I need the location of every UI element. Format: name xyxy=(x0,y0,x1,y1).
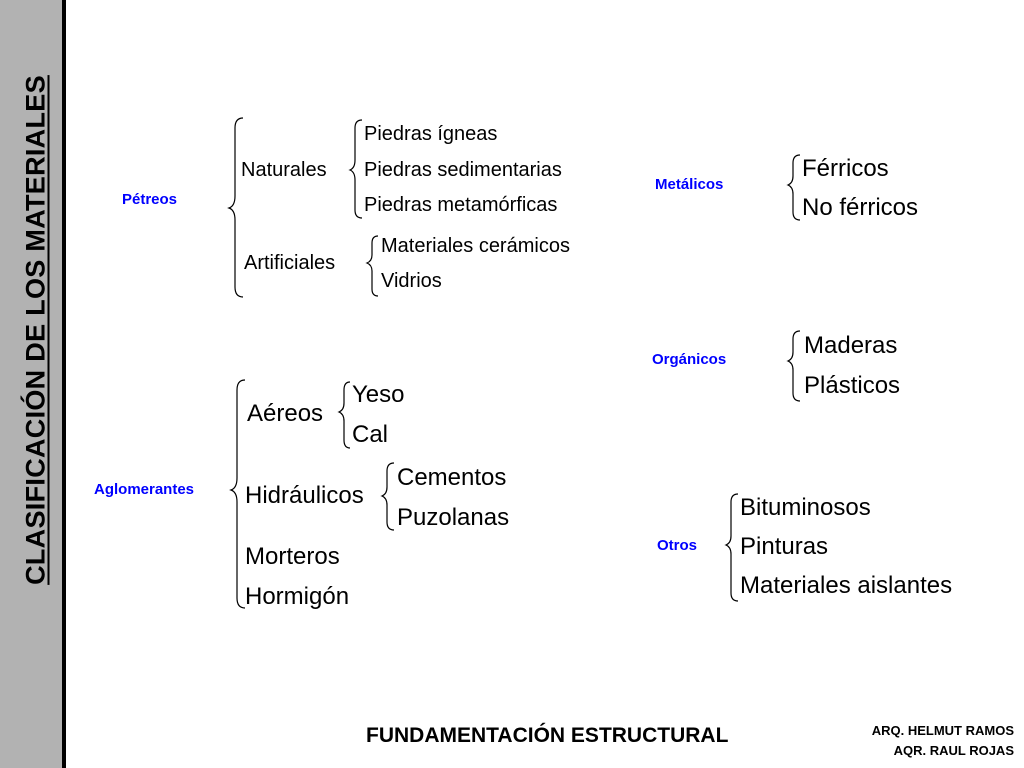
footer-title: FUNDAMENTACIÓN ESTRUCTURAL xyxy=(366,724,729,747)
brace-hidraulicos xyxy=(380,462,395,531)
item-plasticos: Plásticos xyxy=(804,372,901,399)
item-materiales-ceramicos: Materiales cerámicos xyxy=(381,235,570,257)
category-otros: Otros xyxy=(657,537,698,554)
item-yeso: Yeso xyxy=(352,381,405,408)
item-piedras-metamorficas: Piedras metamórficas xyxy=(364,194,558,216)
subcategory-aereos: Aéreos xyxy=(247,400,324,427)
category-petreos: Pétreos xyxy=(122,191,178,208)
category-aglomerantes: Aglomerantes xyxy=(94,481,195,498)
item-morteros: Morteros xyxy=(245,543,340,570)
item-vidrios: Vidrios xyxy=(381,270,442,292)
item-materiales-aislantes: Materiales aislantes xyxy=(740,572,953,599)
category-organicos: Orgánicos xyxy=(652,351,727,368)
brace-naturales xyxy=(348,119,363,219)
item-piedras-sedimentarias: Piedras sedimentarias xyxy=(364,159,562,181)
item-hormigon: Hormigón xyxy=(245,583,350,610)
brace-aglomerantes xyxy=(229,379,246,609)
brace-aereos xyxy=(337,381,351,449)
item-pinturas: Pinturas xyxy=(740,533,829,560)
item-no-ferricos: No férricos xyxy=(802,194,919,221)
subcategory-naturales: Naturales xyxy=(241,159,327,181)
subcategory-artificiales: Artificiales xyxy=(244,252,336,274)
category-metalicos: Metálicos xyxy=(655,176,724,193)
item-cementos: Cementos xyxy=(397,464,507,491)
brace-otros xyxy=(724,493,739,602)
brace-artificiales xyxy=(365,235,379,297)
author-2: AQR. RAUL ROJAS xyxy=(893,743,1014,758)
side-band: CLASIFICACIÓN DE LOS MATERIALES xyxy=(0,0,66,768)
item-bituminosos: Bituminosos xyxy=(740,494,871,521)
brace-petreos xyxy=(227,117,244,298)
author-1: ARQ. HELMUT RAMOS xyxy=(871,723,1014,738)
subcategory-hidraulicos: Hidráulicos xyxy=(245,482,364,509)
item-cal: Cal xyxy=(352,421,389,448)
item-maderas: Maderas xyxy=(804,332,898,359)
item-ferricos: Férricos xyxy=(802,155,889,182)
item-piedras-igneas: Piedras ígneas xyxy=(364,123,498,145)
item-puzolanas: Puzolanas xyxy=(397,504,510,531)
brace-metalicos xyxy=(786,154,801,221)
brace-organicos xyxy=(786,330,801,402)
